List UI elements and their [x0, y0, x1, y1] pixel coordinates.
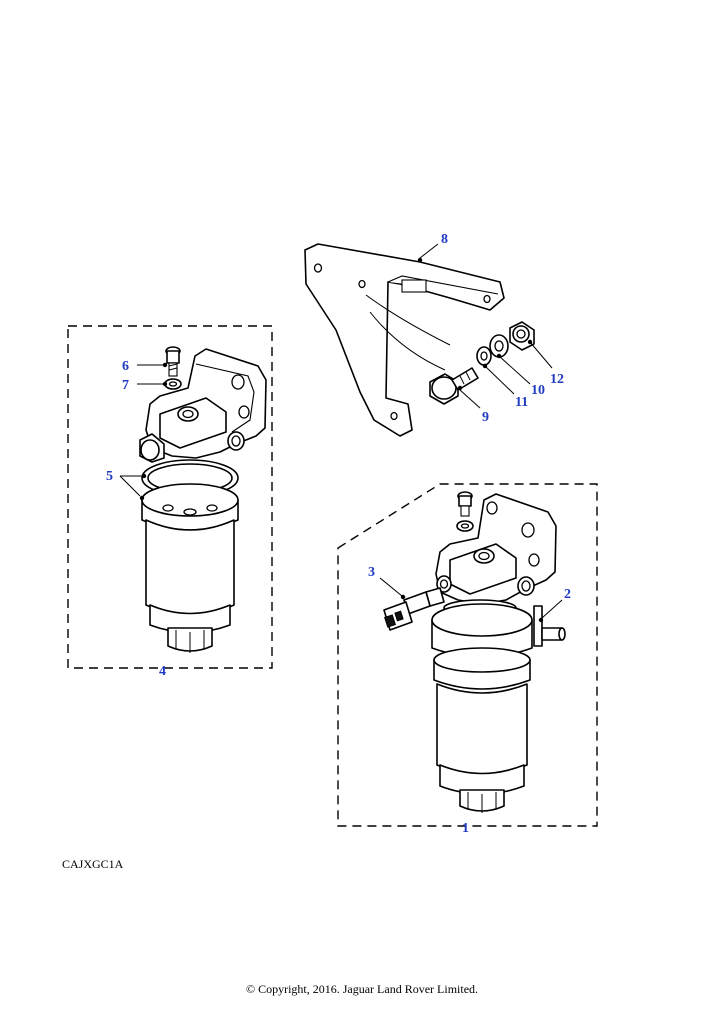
washer-11: [476, 346, 492, 366]
diagram-reference-code: CAJXGC1A: [62, 857, 124, 871]
washer-right: [456, 520, 474, 532]
washer-10: [489, 334, 509, 358]
callout-8: 8: [441, 232, 448, 247]
screw-6-left: [165, 346, 181, 377]
copyright-notice: © Copyright, 2016. Jaguar Land Rover Lim…: [245, 982, 479, 996]
callout-7: 7: [122, 378, 129, 393]
sensor-3: [383, 587, 445, 631]
callout-6: 6: [122, 359, 129, 374]
screw-right: [457, 491, 473, 517]
assembly-4-frame: [67, 325, 273, 669]
callout-5: 5: [106, 469, 113, 484]
filter-head-left: [139, 348, 267, 463]
callout-12: 12: [550, 372, 564, 387]
callout-4: 4: [159, 664, 166, 679]
callout-3: 3: [368, 565, 375, 580]
filter-head-right: [435, 493, 557, 617]
callout-1: 1: [462, 821, 469, 836]
callout-2: 2: [564, 587, 571, 602]
washer-7-left: [164, 378, 182, 390]
leader-lines: [119, 243, 563, 623]
bracket-8: [304, 243, 505, 437]
filter-bowl-right: [431, 603, 533, 813]
nut-12: [509, 321, 535, 351]
callout-10: 10: [531, 383, 545, 398]
callout-11: 11: [515, 395, 528, 410]
callout-9: 9: [482, 410, 489, 425]
drain-fitting-2: [533, 605, 566, 647]
bolt-9: [429, 367, 479, 405]
filter-bowl-left: [141, 483, 239, 653]
